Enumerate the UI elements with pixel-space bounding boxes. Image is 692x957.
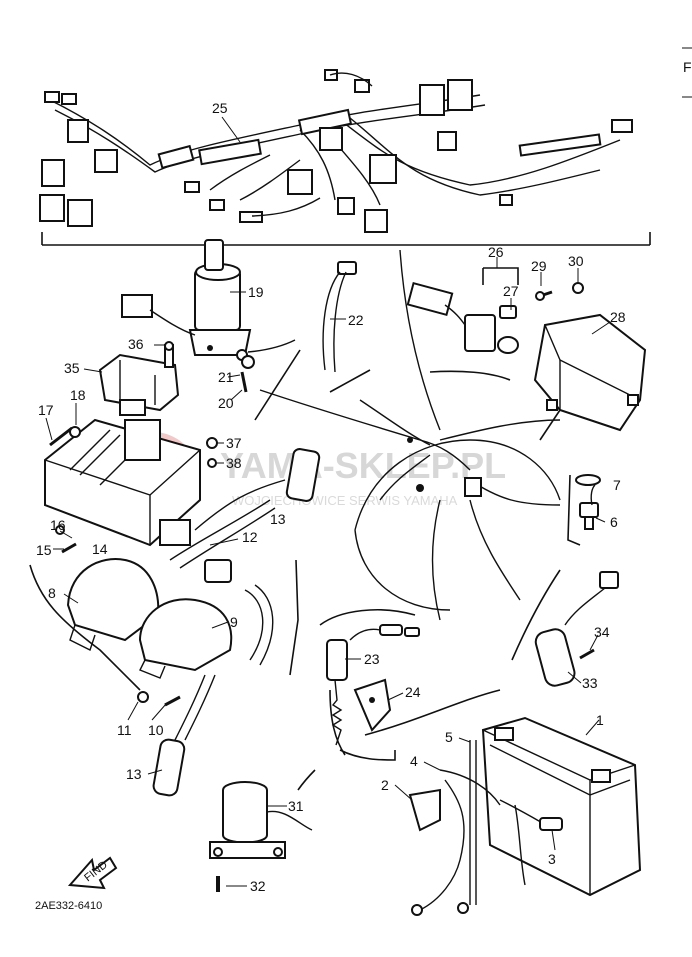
stop-switch (326, 624, 420, 746)
catalog-code: 2AE332-6410 (35, 900, 102, 912)
callout-4: 4 (410, 753, 418, 769)
watermark-main: YAMA-SKLEP.PL (220, 445, 506, 486)
callout-numbers: 1 2 3 4 5 6 7 8 9 10 11 12 13 13 14 15 1… (36, 100, 626, 894)
callout-16: 16 (50, 517, 66, 533)
frame-outline (259, 249, 561, 621)
callout-17: 17 (38, 402, 54, 418)
callout-33: 33 (582, 675, 598, 691)
callout-12: 12 (242, 529, 258, 545)
callout-7: 7 (613, 477, 621, 493)
callout-31: 31 (288, 798, 304, 814)
callout-13-upper: 13 (270, 511, 286, 527)
callout-20: 20 (218, 395, 234, 411)
hightension-lead (194, 479, 286, 531)
callout-6: 6 (610, 514, 618, 530)
rear-brake-switch (534, 571, 619, 687)
callout-18: 18 (70, 387, 86, 403)
callout-8: 8 (48, 585, 56, 601)
callout-34: 34 (594, 624, 610, 640)
callout-1: 1 (596, 712, 604, 728)
callout-27: 27 (503, 283, 519, 299)
starter-motor (209, 781, 313, 892)
callout-10: 10 (148, 722, 164, 738)
callout-5: 5 (445, 729, 453, 745)
main-switch (121, 239, 296, 361)
callout-36: 36 (128, 336, 144, 352)
edge-mark: F (682, 47, 692, 98)
battery-assembly (408, 716, 642, 916)
watermark-sub: WOJCIECHOWICE SERWIS YAMAHA (232, 493, 458, 508)
thermo-switch (575, 474, 601, 530)
wire-harness (39, 69, 633, 233)
callout-9: 9 (230, 614, 238, 630)
cdi-unit (44, 418, 201, 547)
control-unit-box (533, 313, 647, 432)
callout-2: 2 (381, 777, 389, 793)
ignition-coils (66, 448, 321, 797)
callout-24: 24 (405, 684, 421, 700)
callout-22: 22 (348, 312, 364, 328)
callout-23: 23 (364, 651, 380, 667)
bolts-29-30 (535, 282, 584, 301)
callout-38: 38 (226, 455, 242, 471)
callout-32: 32 (250, 878, 266, 894)
callout-21: 21 (218, 369, 234, 385)
callout-19: 19 (248, 284, 264, 300)
callout-11: 11 (117, 722, 132, 738)
neutral-switch (322, 261, 357, 373)
callout-35: 35 (64, 360, 80, 376)
find-arrow-icon: FIND (67, 856, 118, 890)
leader-lines (45, 116, 611, 887)
callout-28: 28 (610, 309, 626, 325)
watermark: YAMA-SKLEP.PL WOJCIECHOWICE SERWIS YAMAH… (107, 432, 506, 524)
callout-14: 14 (92, 541, 108, 557)
callout-15: 15 (36, 542, 52, 558)
starter-relay (406, 281, 519, 354)
callout-3: 3 (548, 851, 556, 867)
callout-37: 37 (226, 435, 242, 451)
edge-mark-text: F (683, 59, 692, 75)
rectifier-regulator (98, 341, 180, 416)
callout-13-lower: 13 (126, 766, 142, 782)
callout-29: 29 (531, 258, 547, 274)
callout-26: 26 (488, 244, 504, 260)
callout-25: 25 (212, 100, 228, 116)
callout-30: 30 (568, 253, 584, 269)
